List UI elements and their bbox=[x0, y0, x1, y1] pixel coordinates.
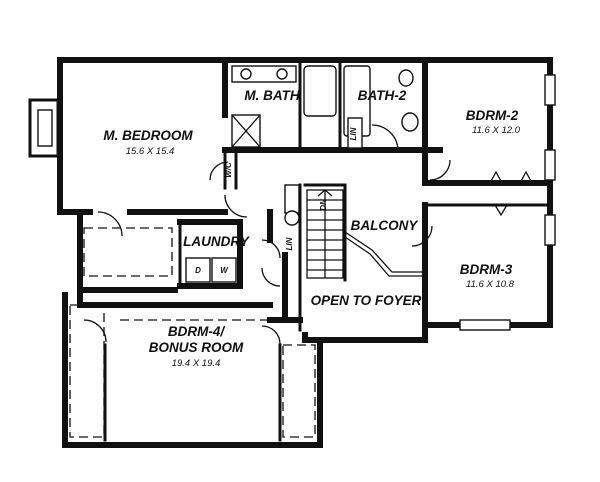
laundry-walls: D W bbox=[177, 219, 243, 289]
door-swings bbox=[83, 124, 533, 345]
fan-icon bbox=[284, 210, 300, 226]
toilet-icon bbox=[398, 69, 414, 87]
balcony-label: BALCONY bbox=[351, 218, 420, 233]
bedroom-3-label: BDRM-3 bbox=[460, 262, 513, 277]
stair-label: DN bbox=[319, 199, 328, 211]
dryer bbox=[185, 257, 211, 283]
master-bath-fixtures bbox=[231, 65, 337, 148]
balcony-railing bbox=[344, 231, 425, 273]
sink-icon bbox=[240, 68, 252, 80]
master-wic-label: W/C bbox=[224, 162, 233, 178]
window-bdrm3 bbox=[544, 214, 556, 246]
washer-label: W bbox=[220, 266, 229, 275]
hall-lin-closet bbox=[284, 184, 300, 214]
bedroom-2-dims: 11.6 X 12.0 bbox=[472, 125, 521, 136]
dryer-label: D bbox=[195, 266, 201, 275]
master-bedroom-dims: 15.6 X 15.4 bbox=[126, 146, 175, 157]
fireplace bbox=[28, 98, 60, 158]
bedroom-4-dims: 19.4 X 19.4 bbox=[172, 358, 221, 369]
staircase: DN bbox=[306, 189, 344, 279]
laundry-label: LAUNDRY bbox=[183, 234, 251, 249]
bedroom-4-label: BDRM-4/ bbox=[168, 324, 225, 339]
bath-2-label: BATH-2 bbox=[358, 88, 407, 103]
washer bbox=[211, 257, 237, 283]
bonus-room-walls bbox=[62, 287, 323, 448]
bedroom-2-label: BDRM-2 bbox=[466, 108, 519, 123]
window-bdrm2 bbox=[544, 74, 556, 106]
window-bdrm3-b bbox=[459, 319, 511, 331]
sink-icon-2 bbox=[276, 68, 288, 80]
tub-icon bbox=[303, 65, 337, 117]
bath-lin-label: LIN bbox=[349, 127, 358, 140]
open-to-foyer-label: OPEN TO FOYER bbox=[311, 293, 422, 308]
master-bedroom-label: M. BEDROOM bbox=[103, 128, 193, 143]
east-walls bbox=[422, 57, 556, 343]
hall-lin-label: LIN bbox=[285, 237, 294, 250]
bath-lin-closet bbox=[347, 117, 363, 149]
bedroom-3-dims: 11.6 X 10.8 bbox=[466, 279, 515, 290]
balcony-railing-inner bbox=[344, 236, 425, 277]
master-closet bbox=[77, 212, 178, 293]
sink2-icon bbox=[401, 112, 419, 132]
window-bdrm2-b bbox=[544, 149, 556, 181]
bath-walls bbox=[222, 57, 553, 183]
master-bath-label: M. BATH bbox=[244, 88, 299, 103]
bonus-room-label: BONUS ROOM bbox=[149, 340, 244, 355]
